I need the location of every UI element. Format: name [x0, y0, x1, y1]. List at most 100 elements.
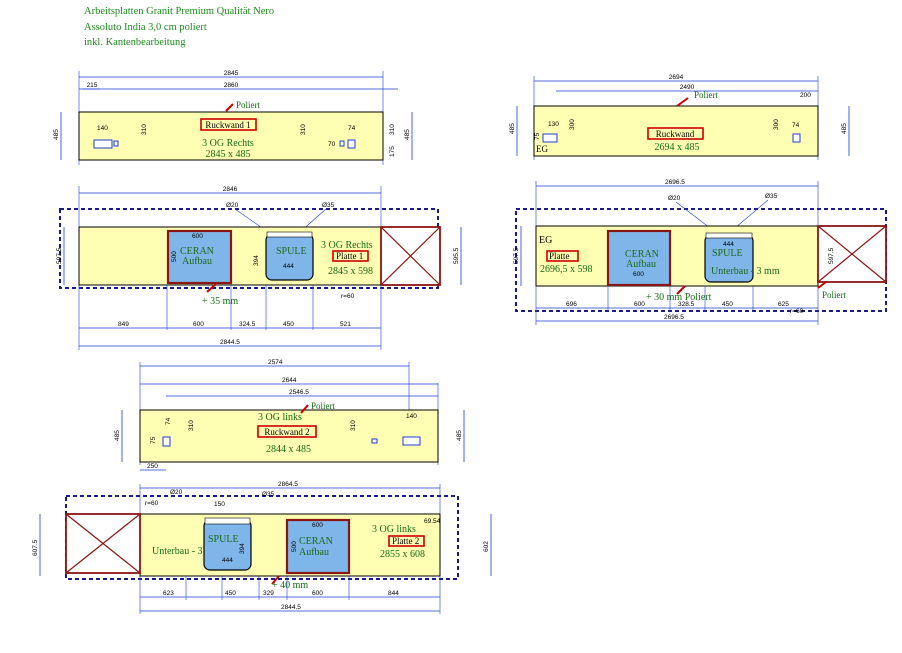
dim-300a: 300: [569, 119, 576, 130]
dim-175: 175: [389, 146, 396, 157]
panel-subtitle: 3 OG Rechts: [321, 240, 373, 251]
backsplash-slab: [78, 111, 384, 161]
poliert-note: Poliert: [694, 90, 718, 100]
panel-backsplash-3og-links: 2574 2644 2546.5 485 485 74 75 310 310 1…: [114, 359, 465, 471]
header-line-2: Assoluto India 3,0 cm poliert: [84, 21, 207, 33]
dim-150: 150: [214, 501, 225, 508]
spule-label: SPULE: [276, 246, 307, 257]
backsplash-slab: [139, 409, 439, 463]
dim-height-left: 607.5: [32, 539, 39, 556]
dim-d20: Ø20: [226, 202, 239, 209]
dim-bottom-total: 2844.5: [281, 604, 301, 611]
eg-label: EG: [539, 235, 552, 246]
panel-backsplash-3og-rechts: 2845 2860 215 485 485 140 310 310 74 70 …: [53, 70, 413, 165]
socket-cutout-right: [347, 139, 356, 149]
label-box: [546, 250, 579, 262]
dim-500: 500: [171, 251, 178, 262]
header-line-3: inkl. Kantenbearbeitung: [84, 37, 186, 48]
ceran-cooktop-cutout: [606, 229, 672, 287]
dim-250: 250: [147, 463, 158, 470]
dim-696: 696: [566, 301, 577, 308]
poliert-side-note: Poliert: [822, 290, 846, 300]
dim-70: 70: [328, 141, 336, 148]
dim-bottom-total: 2844.5: [220, 339, 240, 346]
label-box: [647, 127, 704, 140]
dim-310a: 310: [141, 124, 148, 135]
unterbau-label: Unterbau - 3 mm: [152, 546, 221, 557]
dim-2860: 2860: [224, 82, 239, 89]
dim-height-right: 485: [841, 123, 848, 134]
panel-subtitle: 3 OG Rechts: [202, 138, 254, 149]
dim-600: 600: [634, 301, 645, 308]
panel-label: Ruckwand: [656, 129, 695, 139]
dim-height-left: 597.5: [513, 247, 520, 264]
dim-d35: Ø35: [765, 193, 778, 200]
dim-d35: Ø35: [262, 491, 275, 498]
dim-height-right: 485: [456, 430, 463, 441]
panel-subtitle: 3 OG links: [372, 524, 416, 535]
socket-cutout-right: [792, 133, 801, 143]
dim-500: 500: [291, 541, 298, 552]
dim-200: 200: [800, 92, 811, 99]
panel-countertop-eg: 2696.5 Ø20 Ø35 EG Platte 2696,5 x 598 CE…: [513, 179, 887, 325]
panel-size: 2696,5 x 598: [540, 264, 593, 275]
poliert-note: Poliert: [236, 100, 260, 110]
dim-r60: r=60: [341, 293, 355, 300]
dim-140: 140: [97, 125, 108, 132]
dim-444: 444: [723, 241, 734, 248]
overhang-outline: [65, 495, 459, 580]
dim-total: 2864.5: [278, 481, 298, 488]
spule-label: SPULE: [712, 248, 743, 259]
aufbau-label: Aufbau: [299, 547, 329, 558]
dim-310c: 310: [389, 124, 396, 135]
socket-cutout-right: [402, 436, 421, 446]
dim-total: 2696.5: [665, 179, 685, 186]
ceran-cooktop-cutout: [166, 229, 233, 285]
panel-size: 2844 x 485: [266, 444, 311, 455]
dim-300b: 300: [773, 119, 780, 130]
dim-height-right: 595.5: [453, 247, 460, 264]
dim-310a: 310: [188, 420, 195, 431]
dim-d35: Ø35: [322, 202, 335, 209]
label-box: [332, 250, 369, 262]
dim-2574: 2574: [268, 359, 283, 366]
label-box: [388, 535, 425, 547]
panel-size: 2855 x 608: [380, 549, 425, 560]
panel-label: Ruckwand 2: [264, 427, 309, 437]
ceran-cooktop-cutout: [285, 518, 351, 575]
ceran-label: CERAN: [180, 246, 214, 257]
dim-394: 394: [253, 255, 260, 266]
dim-329: 329: [263, 590, 274, 597]
countertop-slab: [535, 225, 819, 287]
dim-total: 2694: [669, 74, 684, 81]
panel-countertop-3og-links: 2864.5 Ø20 Ø35 r=60 150 Unterbau - 3 mm …: [32, 481, 492, 614]
dim-height-left: 597.5: [56, 247, 63, 264]
dim-74: 74: [792, 122, 800, 129]
dim-444: 444: [222, 557, 233, 564]
header-line-1: Arbeitsplatten Granit Premium Qualität N…: [84, 6, 275, 17]
dim-d20: Ø20: [170, 489, 183, 496]
dim-height-left: 485: [509, 123, 516, 134]
dim-444: 444: [283, 263, 294, 270]
dim-d20: Ø20: [668, 195, 681, 202]
dim-215: 215: [87, 82, 98, 89]
panel-label: Platte: [549, 251, 570, 261]
label-box: [257, 425, 317, 438]
dim-total: 2846: [223, 186, 238, 193]
panel-label: Ruckwand 1: [205, 120, 250, 130]
dim-74: 74: [348, 125, 356, 132]
dim-height-left: 485: [114, 430, 121, 441]
backsplash-slab: [533, 105, 819, 157]
dim-bottom-total: 2696.5: [664, 314, 684, 321]
sink-cutout: [265, 233, 314, 281]
dim-310b: 310: [300, 124, 307, 135]
spule-label: SPULE: [208, 534, 239, 545]
panel-backsplash-eg: 2694 2490 200 485 485 130 300 75 EG 300 …: [509, 74, 850, 160]
dim-r60: r=60: [145, 500, 159, 507]
dim-height-right: 602: [483, 541, 490, 552]
dim-r60: r=60: [790, 308, 804, 315]
dim-600: 600: [312, 590, 323, 597]
dim-849: 849: [118, 321, 129, 328]
dim-140: 140: [406, 413, 417, 420]
dim-625: 625: [778, 301, 789, 308]
